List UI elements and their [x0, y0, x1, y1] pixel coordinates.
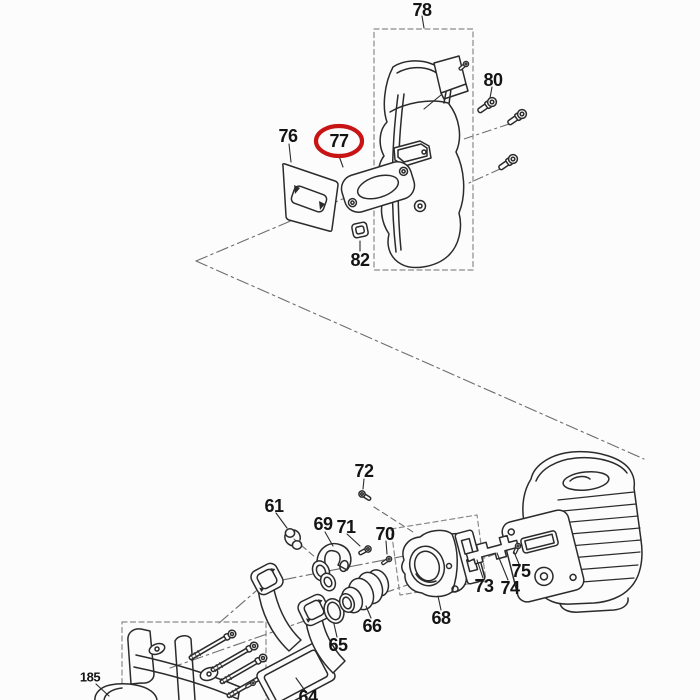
part-label-82[interactable]: 82 [350, 250, 370, 270]
nut-82 [351, 221, 369, 239]
exhaust-gasket-77 [340, 161, 416, 213]
manifold-flange-lower [297, 593, 331, 627]
part-label-74[interactable]: 74 [500, 578, 520, 598]
bracket-bolts [186, 628, 276, 700]
boot-66 [338, 569, 390, 614]
part-label-77[interactable]: 77 [329, 131, 349, 151]
part-label-61[interactable]: 61 [264, 496, 284, 516]
bracket-assembly [127, 628, 276, 700]
part-label-71[interactable]: 71 [336, 517, 356, 537]
cooling-plate-76 [282, 163, 339, 232]
intake-manifold-64 [250, 562, 346, 700]
o-ring-65 [323, 598, 345, 624]
part-label-66[interactable]: 66 [362, 616, 382, 636]
screw-72 [356, 488, 373, 503]
heat-plate-74 [465, 534, 520, 565]
bolts-80 [475, 95, 529, 173]
part-label-68[interactable]: 68 [431, 608, 451, 628]
carb-holder-box-68 [390, 514, 487, 596]
part-label-65[interactable]: 65 [328, 635, 348, 655]
carb-holder-68 [401, 529, 475, 598]
part-label-185[interactable]: 185 [79, 669, 101, 685]
cylinder-exhaust-face [501, 509, 585, 603]
leader-lines [95, 15, 520, 697]
cylinder-logo [562, 470, 610, 492]
manifold-flange-upper [250, 562, 284, 596]
cylinder [501, 450, 643, 613]
part-label-69[interactable]: 69 [313, 514, 333, 534]
part-label-70[interactable]: 70 [375, 524, 395, 544]
spark-screen-plate [423, 55, 471, 110]
part-label-80[interactable]: 80 [483, 70, 503, 90]
hose-69 [311, 542, 352, 592]
highlight-ring[interactable] [313, 123, 365, 159]
part-label-76[interactable]: 76 [278, 126, 298, 146]
part-label-78[interactable]: 78 [412, 0, 432, 20]
clamp-61 [284, 528, 303, 550]
muffler-outlet [393, 140, 432, 167]
part-label-73[interactable]: 73 [474, 576, 494, 596]
part-185-housing [94, 683, 158, 700]
screw-71 [356, 544, 373, 558]
part-label-64[interactable]: 64 [298, 687, 318, 700]
part-label-75[interactable]: 75 [511, 561, 531, 581]
muffler-78 [377, 60, 465, 269]
part-label-72[interactable]: 72 [354, 461, 374, 481]
